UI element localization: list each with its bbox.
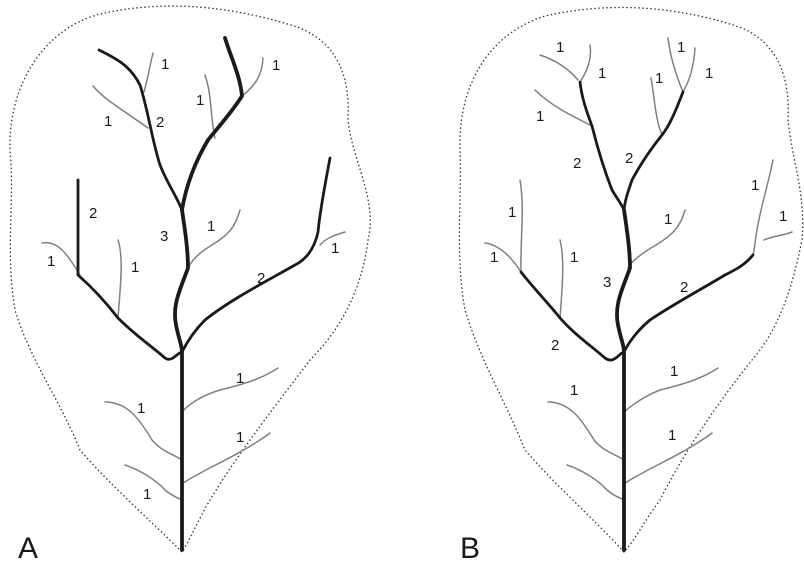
order-label-a-01: 1 (161, 56, 169, 73)
stream-a-2-01 (99, 50, 182, 210)
order-label-b-12: 1 (779, 208, 787, 225)
order-label-b-18: 1 (670, 363, 678, 380)
order-label-b-07: 2 (573, 155, 581, 172)
stream-b-2-04 (624, 255, 753, 352)
order-label-a-09: 1 (47, 253, 55, 270)
stream-b-1-10 (560, 240, 563, 318)
stream-a-1-07 (118, 240, 121, 318)
order-label-a-15: 1 (236, 429, 244, 446)
order-label-a-07: 2 (89, 205, 97, 222)
order-label-a-03: 2 (156, 114, 164, 131)
stream-b-1-11 (753, 160, 773, 255)
order-label-b-06: 1 (536, 108, 544, 125)
order-label-b-13: 1 (490, 249, 498, 266)
order-label-a-13: 1 (236, 370, 244, 387)
order-labels-a: 1 1 2 1 1 1 2 3 1 1 1 2 1 1 1 1 (47, 56, 339, 503)
stream-b-1-16 (567, 465, 624, 500)
order-label-b-05: 1 (705, 65, 713, 82)
panel-label-b: B (460, 532, 480, 563)
order-label-a-16: 1 (143, 486, 151, 503)
stream-a-1-09 (182, 368, 278, 412)
order-label-a-11: 1 (331, 240, 339, 257)
stream-b-1-07 (628, 210, 685, 268)
stream-b-1-02 (580, 45, 591, 82)
stream-a-1-01 (144, 53, 153, 92)
order-labels-b: 1 1 1 1 1 1 2 2 1 1 1 1 1 3 2 2 1 1 1 1 (490, 39, 787, 444)
order-label-a-02: 1 (104, 113, 112, 130)
stream-a-1-03 (205, 75, 215, 138)
order-label-a-06: 1 (207, 218, 215, 235)
order-label-a-08: 3 (160, 228, 168, 245)
order-label-b-10: 1 (664, 211, 672, 228)
panel-a: 1 1 2 1 1 1 2 3 1 1 1 2 1 1 1 1 A (10, 6, 370, 563)
order-label-a-04: 1 (196, 92, 204, 109)
order-label-b-04: 1 (655, 70, 663, 87)
stream-b-1-08 (520, 180, 522, 272)
stream-b-3-01 (617, 210, 630, 550)
order-label-b-01: 1 (556, 39, 564, 56)
stream-b-2-01 (580, 82, 624, 210)
stream-a-3-02 (175, 210, 188, 550)
order-label-b-09: 1 (508, 204, 516, 221)
order-label-b-14: 3 (603, 274, 611, 291)
order-label-b-16: 2 (551, 337, 559, 354)
order-label-b-02: 1 (598, 65, 606, 82)
panel-label-a: A (18, 532, 38, 563)
order-3-streams-a (175, 38, 242, 550)
stream-a-2-03 (182, 158, 330, 352)
stream-a-1-02 (93, 86, 148, 128)
order-label-a-05: 1 (272, 57, 280, 74)
stream-b-1-14 (548, 402, 624, 460)
stream-a-1-11 (182, 433, 270, 484)
order-1-streams-a (42, 53, 345, 500)
stream-b-1-01 (540, 55, 578, 80)
order-2-streams-b (521, 82, 753, 360)
order-label-a-14: 1 (137, 400, 145, 417)
order-label-b-19: 1 (570, 382, 578, 399)
order-label-b-08: 2 (625, 150, 633, 167)
stream-b-1-12 (764, 232, 792, 240)
order-label-a-12: 2 (257, 270, 265, 287)
order-3-streams-b (617, 210, 630, 550)
order-label-b-03: 1 (677, 39, 685, 56)
order-1-streams-b (485, 38, 792, 500)
order-label-b-20: 1 (668, 427, 676, 444)
panel-b: 1 1 1 1 1 1 2 2 1 1 1 1 1 3 2 2 1 1 1 1 … (459, 7, 802, 563)
stream-a-1-12 (125, 465, 182, 500)
basin-outline-b (459, 7, 802, 552)
order-label-b-17: 1 (570, 249, 578, 266)
order-label-b-15: 2 (680, 279, 688, 296)
stream-a-1-04 (242, 58, 263, 96)
order-label-a-10: 1 (131, 259, 139, 276)
order-label-b-11: 1 (751, 177, 759, 194)
basin-outline-a (10, 6, 370, 552)
